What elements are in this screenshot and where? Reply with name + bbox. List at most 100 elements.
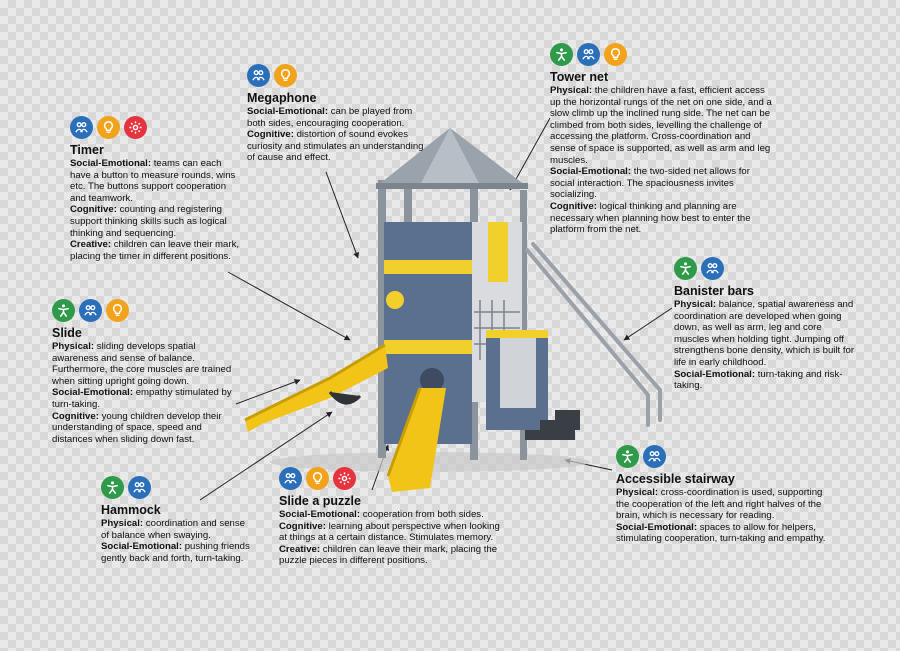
benefit-label: Physical:	[550, 85, 593, 96]
social-icon	[247, 64, 270, 87]
benefit-text: logical thinking and planning are necess…	[550, 200, 751, 236]
cognitive-icon	[604, 43, 627, 66]
banister-bars-block: Banister bars Physical: balance, spatial…	[674, 257, 856, 392]
benefit-paragraph: Physical: the children have a fast, effi…	[550, 85, 772, 166]
megaphone-title: Megaphone	[247, 91, 317, 105]
benefit-text: empathy stimulated by turn-taking.	[52, 387, 232, 410]
benefit-paragraph: Social-Emotional: turn-taking and risk-t…	[674, 369, 856, 392]
benefit-paragraph: Social-Emotional: can be played from bot…	[247, 106, 429, 129]
physical-icon	[674, 257, 697, 280]
benefit-text: turn-taking and risk-taking.	[674, 368, 843, 392]
benefit-paragraph: Physical: cross-coordination is used, su…	[616, 487, 832, 522]
benefit-label: Cognitive:	[247, 129, 294, 141]
benefit-label: Physical:	[101, 518, 144, 529]
creative-icon	[333, 467, 356, 490]
slide-puzzle-title: Slide a puzzle	[279, 494, 361, 508]
banister-bars-icons	[674, 257, 856, 281]
benefit-text: the two-sided net allows for social inte…	[550, 166, 750, 201]
benefit-label: Social-Emotional:	[52, 387, 134, 399]
benefit-label: Physical:	[52, 341, 95, 352]
benefit-label: Social-Emotional:	[616, 521, 698, 533]
benefit-label: Social-Emotional:	[247, 106, 329, 117]
benefit-paragraph: Creative: children can leave their mark,…	[279, 544, 501, 567]
benefit-paragraph: Social-Emotional: empathy stimulated by …	[52, 387, 240, 410]
hammock-title: Hammock	[101, 503, 161, 517]
benefit-paragraph: Social-Emotional: teams can each have a …	[70, 158, 242, 204]
benefit-label: Cognitive:	[279, 520, 326, 532]
benefit-label: Social-Emotional:	[101, 541, 183, 553]
benefit-text: teams can each have a button to measure …	[70, 158, 236, 204]
benefit-paragraph: Cognitive: young children develop their …	[52, 411, 240, 446]
front-slide	[386, 387, 446, 492]
benefit-paragraph: Social-Emotional: pushing friends gently…	[101, 541, 251, 564]
social-icon	[128, 476, 151, 499]
stairway	[525, 410, 580, 440]
timer-title: Timer	[70, 143, 104, 157]
pointer-megaphone	[325, 171, 359, 259]
accessible-stairway-block: Accessible stairway Physical: cross-coor…	[616, 445, 832, 545]
benefit-text: spaces to allow for helpers, stimulating…	[616, 521, 826, 545]
benefit-text: young children develop their understandi…	[52, 410, 222, 445]
benefit-paragraph: Creative: children can leave their mark,…	[70, 239, 242, 262]
pointer-banister	[623, 307, 673, 341]
accessible-stairway-icons	[616, 445, 832, 469]
accessible-stairway-title: Accessible stairway	[616, 472, 735, 486]
slide-icons	[52, 299, 240, 323]
pointer-hammock	[199, 411, 333, 501]
benefit-label: Creative:	[279, 543, 321, 555]
benefit-text: cross-coordination is used, supporting t…	[616, 487, 823, 522]
benefit-paragraph: Physical: sliding develops spatial aware…	[52, 341, 240, 387]
benefit-text: the children have a fast, efficient acce…	[550, 85, 772, 166]
physical-icon	[52, 299, 75, 322]
hammock-icons	[101, 476, 251, 500]
benefit-text: balance, spatial awareness and coordinat…	[674, 299, 855, 368]
slide-title: Slide	[52, 326, 82, 340]
benefit-text: children can leave their mark, placing t…	[70, 239, 240, 262]
benefit-paragraph: Cognitive: logical thinking and planning…	[550, 201, 772, 236]
benefit-label: Physical:	[616, 487, 659, 498]
benefit-label: Social-Emotional:	[674, 368, 756, 380]
megaphone-block: Megaphone Social-Emotional: can be playe…	[247, 64, 429, 164]
social-icon	[701, 257, 724, 280]
right-wall	[486, 330, 548, 430]
creative-icon	[124, 116, 147, 139]
benefit-text: pushing friends gently back and forth, t…	[101, 541, 250, 564]
benefit-text: can be played from both sides, encouragi…	[247, 106, 413, 129]
timer-icons	[70, 116, 242, 140]
cognitive-icon	[274, 64, 297, 87]
benefit-paragraph: Physical: balance, spatial awareness and…	[674, 299, 856, 369]
banister-bars-title: Banister bars	[674, 284, 754, 298]
social-icon	[79, 299, 102, 322]
pointer-lines	[199, 117, 673, 501]
banister-bars	[525, 242, 662, 427]
social-icon	[279, 467, 302, 490]
physical-icon	[616, 445, 639, 468]
benefit-label: Social-Emotional:	[550, 166, 632, 178]
benefit-paragraph: Cognitive: counting and registering supp…	[70, 204, 242, 239]
social-icon	[70, 116, 93, 139]
benefit-label: Physical:	[674, 299, 717, 310]
benefit-label: Creative:	[70, 239, 112, 251]
physical-icon	[550, 43, 573, 66]
tower-net-title: Tower net	[550, 70, 609, 84]
benefit-paragraph: Physical: coordination and sense of bala…	[101, 518, 251, 541]
benefit-label: Social-Emotional:	[70, 158, 152, 169]
slide-puzzle-block: Slide a puzzle Social-Emotional: coopera…	[279, 467, 501, 567]
tower-roof	[376, 128, 528, 189]
social-icon	[577, 43, 600, 66]
pointer-timer	[227, 271, 351, 341]
pointer-tower-net	[509, 117, 551, 191]
benefit-text: learning about perspective when looking …	[279, 520, 500, 544]
hammock-block: Hammock Physical: coordination and sense…	[101, 476, 251, 564]
cognitive-icon	[306, 467, 329, 490]
benefit-text: distortion of sound evokes curiosity and…	[247, 129, 424, 164]
slide-puzzle-icons	[279, 467, 501, 491]
benefit-paragraph: Social-Emotional: spaces to allow for he…	[616, 522, 832, 545]
megaphone-icons	[247, 64, 429, 88]
benefit-label: Cognitive:	[52, 410, 99, 422]
social-icon	[643, 445, 666, 468]
benefit-text: cooperation from both sides.	[360, 509, 484, 520]
benefit-label: Cognitive:	[70, 204, 117, 216]
timer-block: Timer Social-Emotional: teams can each h…	[70, 116, 242, 262]
